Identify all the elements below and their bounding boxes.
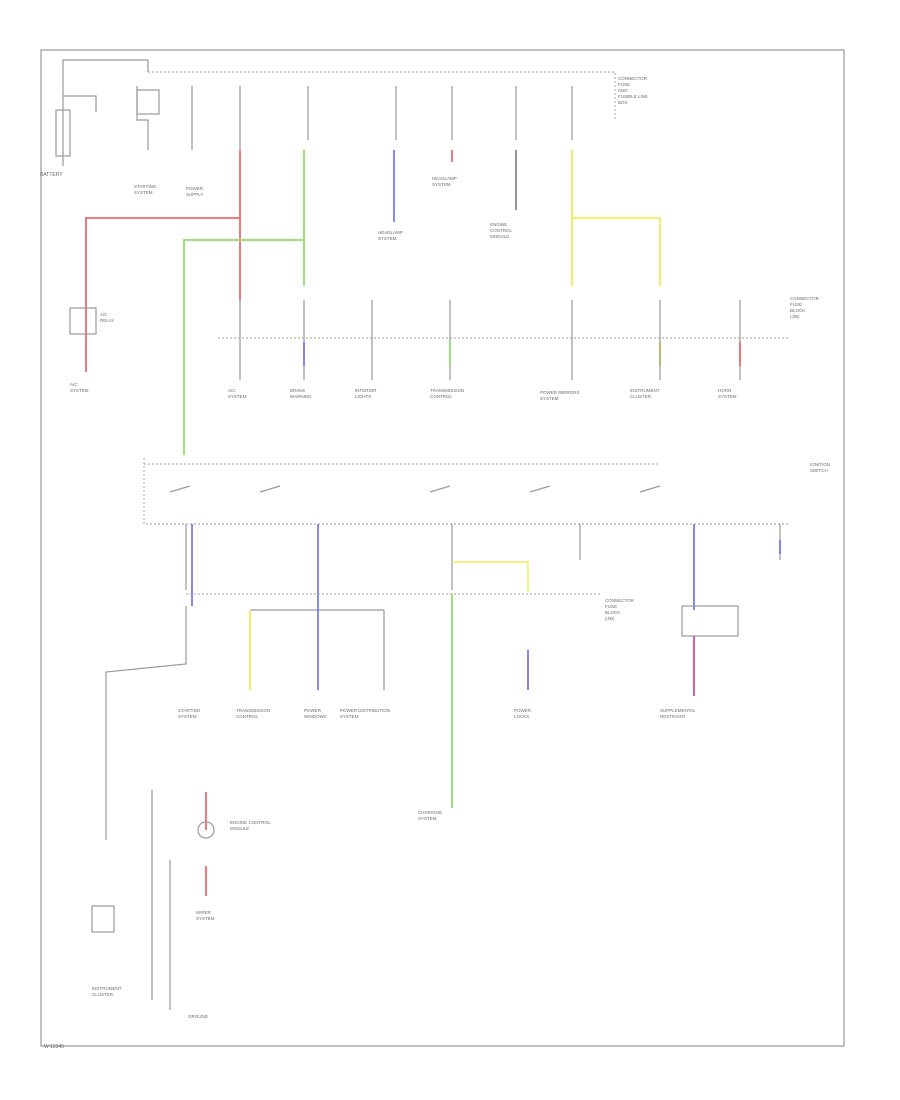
- svg-text:LIGHTS: LIGHTS: [355, 394, 371, 399]
- svg-text:BLOCK: BLOCK: [790, 308, 805, 313]
- control-module-box: [681, 605, 739, 637]
- fuse-block-mid-label: CONNECTOR: [790, 296, 820, 301]
- svg-text:INSTRUMENT: INSTRUMENT: [92, 986, 122, 991]
- mid-fuse-drops: [239, 300, 741, 380]
- svg-text:SYSTEM: SYSTEM: [418, 816, 437, 821]
- ignition-switch: IGNITION SWITCH: [143, 458, 830, 525]
- svg-text:FUSE: FUSE: [790, 302, 802, 307]
- svg-text:CONTROL: CONTROL: [490, 228, 512, 233]
- svg-text:ENGINE: ENGINE: [490, 222, 507, 227]
- svg-text:POWER: POWER: [304, 708, 322, 713]
- svg-text:SYSTEM: SYSTEM: [378, 236, 397, 241]
- svg-text:SYSTEM: SYSTEM: [340, 714, 359, 719]
- svg-text:SUPPLY: SUPPLY: [186, 192, 203, 197]
- red-wire-main: [85, 150, 241, 372]
- svg-text:CLUSTER: CLUSTER: [92, 992, 114, 997]
- svg-text:INTERIOR: INTERIOR: [355, 388, 377, 393]
- lower-left-wire: [105, 606, 187, 840]
- diagram-frame: [40, 49, 845, 1047]
- svg-text:POWER DISTRIBUTION: POWER DISTRIBUTION: [340, 708, 390, 713]
- svg-text:BLOCK: BLOCK: [605, 610, 620, 615]
- svg-text:A/C: A/C: [228, 388, 236, 393]
- relay-box: [69, 307, 97, 335]
- svg-text:LOCKS: LOCKS: [514, 714, 529, 719]
- svg-text:FUSE: FUSE: [605, 604, 617, 609]
- svg-text:BRAKE: BRAKE: [290, 388, 305, 393]
- fuse-bus-top: [148, 71, 616, 120]
- svg-text:CONTROL: CONTROL: [236, 714, 258, 719]
- svg-text:ENGINE CONTROL: ENGINE CONTROL: [230, 820, 271, 825]
- svg-text:TRANSMISSION: TRANSMISSION: [236, 708, 270, 713]
- svg-text:POWER: POWER: [186, 186, 204, 191]
- svg-text:FUSIBLE LINK: FUSIBLE LINK: [618, 94, 648, 99]
- svg-text:HEADLAMP: HEADLAMP: [432, 176, 457, 181]
- svg-text:RELAY: RELAY: [100, 318, 114, 323]
- fuse-block-top-label: CONNECTOR: [618, 76, 648, 81]
- svg-text:HORN: HORN: [718, 388, 731, 393]
- green-wire-main: [183, 150, 305, 455]
- svg-text:SYSTEM: SYSTEM: [228, 394, 247, 399]
- svg-text:INSTRUMENT: INSTRUMENT: [630, 388, 660, 393]
- svg-text:SYSTEM: SYSTEM: [432, 182, 451, 187]
- svg-text:MODULE: MODULE: [230, 826, 249, 831]
- svg-text:A/C: A/C: [100, 312, 108, 317]
- switch-box: [91, 905, 115, 933]
- svg-text:SUPPLEMENTAL: SUPPLEMENTAL: [660, 708, 696, 713]
- svg-text:WIPER: WIPER: [196, 910, 212, 915]
- svg-text:CONTROL: CONTROL: [430, 394, 452, 399]
- svg-text:SYSTEM: SYSTEM: [718, 394, 737, 399]
- svg-text:SYSTEM: SYSTEM: [540, 396, 559, 401]
- svg-text:WINDOWS: WINDOWS: [304, 714, 327, 719]
- svg-text:CHARGING: CHARGING: [418, 810, 443, 815]
- svg-text:STARTING: STARTING: [134, 184, 157, 189]
- svg-text:POWER MIRRORS: POWER MIRRORS: [540, 390, 580, 395]
- battery-group: BATTERY: [40, 59, 149, 178]
- yellow-wire-b: [572, 217, 661, 286]
- svg-text:WARNING: WARNING: [290, 394, 312, 399]
- svg-text:SYSTEM: SYSTEM: [70, 388, 89, 393]
- svg-text:(J/B): (J/B): [790, 314, 800, 319]
- svg-text:BOX: BOX: [618, 100, 628, 105]
- svg-text:SWITCH: SWITCH: [810, 468, 828, 473]
- svg-text:A/C: A/C: [70, 382, 78, 387]
- svg-text:CLUSTER: CLUSTER: [630, 394, 652, 399]
- svg-text:HEADLAMP: HEADLAMP: [378, 230, 403, 235]
- svg-text:SYSTEM: SYSTEM: [134, 190, 153, 195]
- lower-drops: [185, 524, 781, 610]
- motor-symbol: [197, 821, 215, 839]
- svg-text:SYSTEM: SYSTEM: [196, 916, 215, 921]
- ignition-switch-label: IGNITION: [810, 462, 830, 467]
- svg-text:TRANSMISSION: TRANSMISSION: [430, 388, 464, 393]
- svg-text:GROUND: GROUND: [188, 1014, 209, 1019]
- top-fuse-drops: [136, 86, 573, 150]
- svg-text:AND: AND: [618, 88, 628, 93]
- svg-text:SYSTEM: SYSTEM: [178, 714, 197, 719]
- svg-text:(J/B): (J/B): [605, 616, 615, 621]
- fuse-block-low-label: CONNECTOR: [605, 598, 635, 603]
- svg-text:RESTRAINT: RESTRAINT: [660, 714, 686, 719]
- battery-label: BATTERY: [40, 172, 63, 178]
- svg-text:FUSE: FUSE: [618, 82, 630, 87]
- frame-id: W 12345: [44, 1044, 64, 1050]
- svg-text:MODULE: MODULE: [490, 234, 509, 239]
- svg-text:STARTING: STARTING: [178, 708, 201, 713]
- svg-text:POWER: POWER: [514, 708, 532, 713]
